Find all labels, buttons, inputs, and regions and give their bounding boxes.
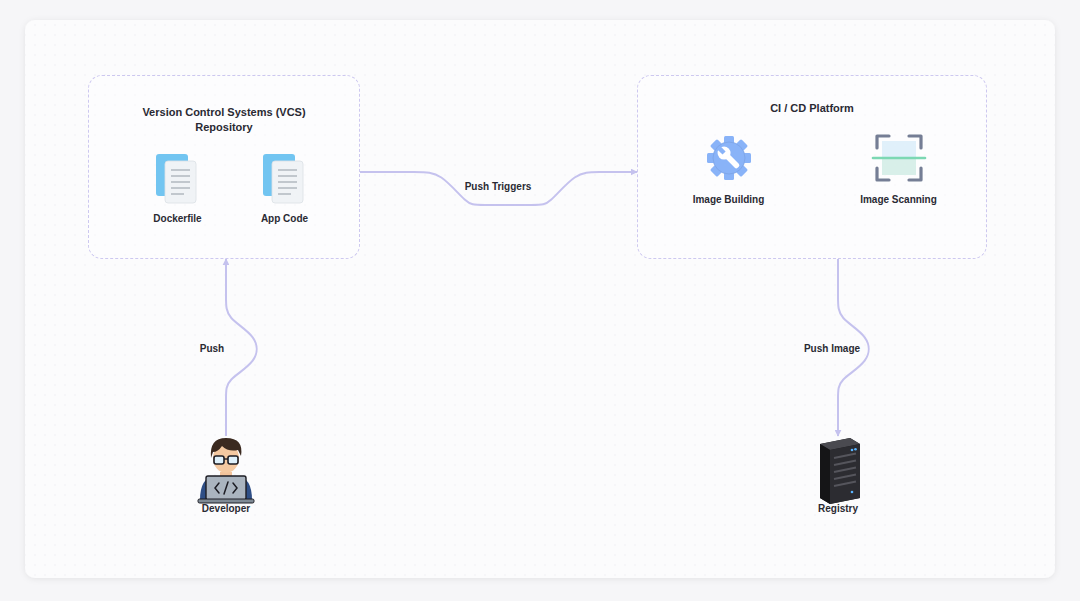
node-label: App Code [255,212,315,225]
icon-node: Registry [808,436,868,517]
node-label: Registry [808,502,868,515]
edge-label: Push Triggers [462,179,535,194]
icon-node: Image Building [687,134,771,208]
group-title: CI / CD Platform [702,101,922,117]
icon-node: App Code [255,152,315,227]
card-dots [25,20,1055,578]
group-title: Version Control Systems (VCS) Repository [129,105,319,137]
icon-node: Image Scanning [854,134,943,208]
group-box: Version Control Systems (VCS) Repository… [88,75,360,259]
flow-arrow [360,172,637,205]
developer-icon [198,438,254,503]
node-label: Image Building [687,193,771,206]
node-label: Image Scanning [854,193,943,206]
card [25,20,1055,578]
flow-arrow [226,259,257,436]
edge-label: Push [197,341,227,356]
icon-node: Developer [196,436,256,517]
node-label: Developer [196,502,256,515]
server-icon [820,438,860,504]
edge-label: Push Image [801,341,863,356]
group-box: CI / CD PlatformImage Building Image Scan… [637,75,987,259]
icon-node: Dockerfile [147,152,207,227]
node-label: Dockerfile [147,212,207,225]
